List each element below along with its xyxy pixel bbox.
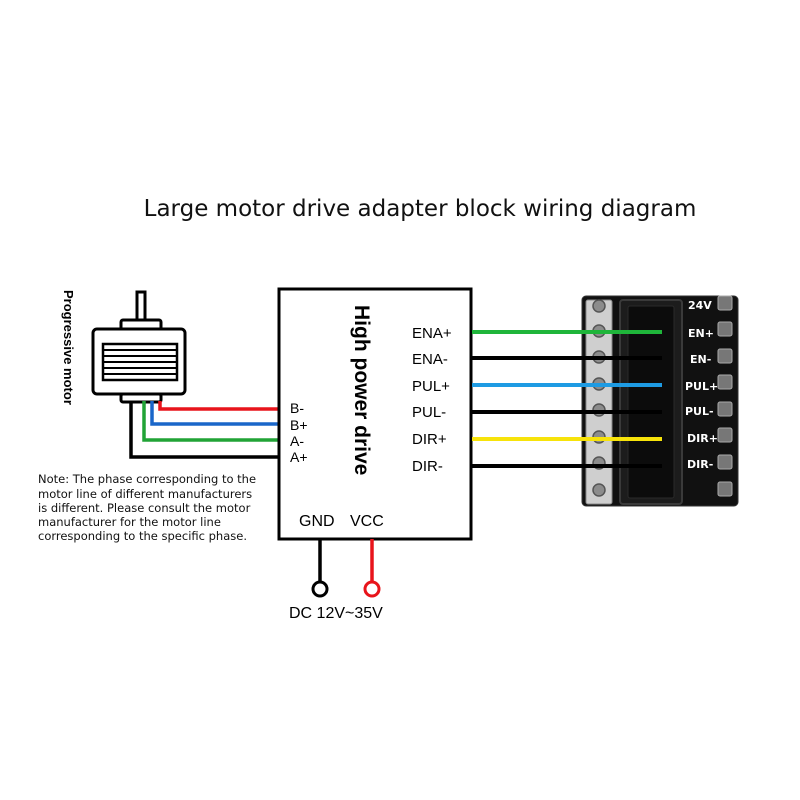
board-pin-dir-minus: DIR- <box>687 458 713 471</box>
board-voltage: 24V <box>688 299 712 312</box>
board-pin-en-minus: EN- <box>690 353 711 366</box>
driver-motor-pins: B- B+ A- A+ <box>290 400 308 465</box>
motor-wires <box>129 401 280 459</box>
gnd-terminal <box>311 580 329 598</box>
board-pin-en-plus: EN+ <box>688 327 714 340</box>
pin-b-plus: B+ <box>290 417 308 433</box>
phase-note: Note: The phase corresponding to the mot… <box>38 472 256 543</box>
board-pin-pul-plus: PUL+ <box>685 380 718 393</box>
wire-red <box>158 401 280 411</box>
wire-green <box>142 401 280 442</box>
pin-vcc: VCC <box>350 513 384 530</box>
motor-label: Progressive motor <box>61 290 76 405</box>
vcc-terminal <box>363 580 381 598</box>
pin-ena-plus: ENA+ <box>412 325 452 342</box>
note-line: motor line of different manufacturers <box>38 487 252 501</box>
pin-dir-minus: DIR- <box>412 458 443 475</box>
driver-label: High power drive <box>350 305 373 475</box>
power-supply-label: DC 12V~35V <box>289 605 383 622</box>
pin-a-plus: A+ <box>290 449 308 465</box>
note-line: corresponding to the specific phase. <box>38 529 247 543</box>
pin-dir-plus: DIR+ <box>412 431 447 448</box>
pin-gnd: GND <box>299 513 335 530</box>
board-pin-pul-minus: PUL- <box>685 405 714 418</box>
note-line: is different. Please consult the motor <box>38 501 251 515</box>
power-leads <box>311 539 381 598</box>
wire-black <box>129 401 280 459</box>
driver-box <box>277 287 473 541</box>
pin-pul-plus: PUL+ <box>412 378 450 395</box>
note-line: manufacturer for the motor line <box>38 515 221 529</box>
pin-b-minus: B- <box>290 400 304 416</box>
driver-signal-pins: ENA+ ENA- PUL+ PUL- DIR+ DIR- <box>412 325 452 475</box>
diagram-title: Large motor drive adapter block wiring d… <box>144 196 697 222</box>
pin-ena-minus: ENA- <box>412 351 448 368</box>
pin-a-minus: A- <box>290 433 304 449</box>
signal-wires <box>472 330 662 468</box>
wire-blue <box>150 401 280 426</box>
note-line: Note: The phase corresponding to the <box>38 472 256 486</box>
stepper-motor <box>91 290 187 404</box>
pin-pul-minus: PUL- <box>412 404 446 421</box>
adapter-board: 24V EN+ EN- PUL+ PUL- DIR+ DIR- <box>581 295 739 507</box>
board-pin-dir-plus: DIR+ <box>687 432 718 445</box>
